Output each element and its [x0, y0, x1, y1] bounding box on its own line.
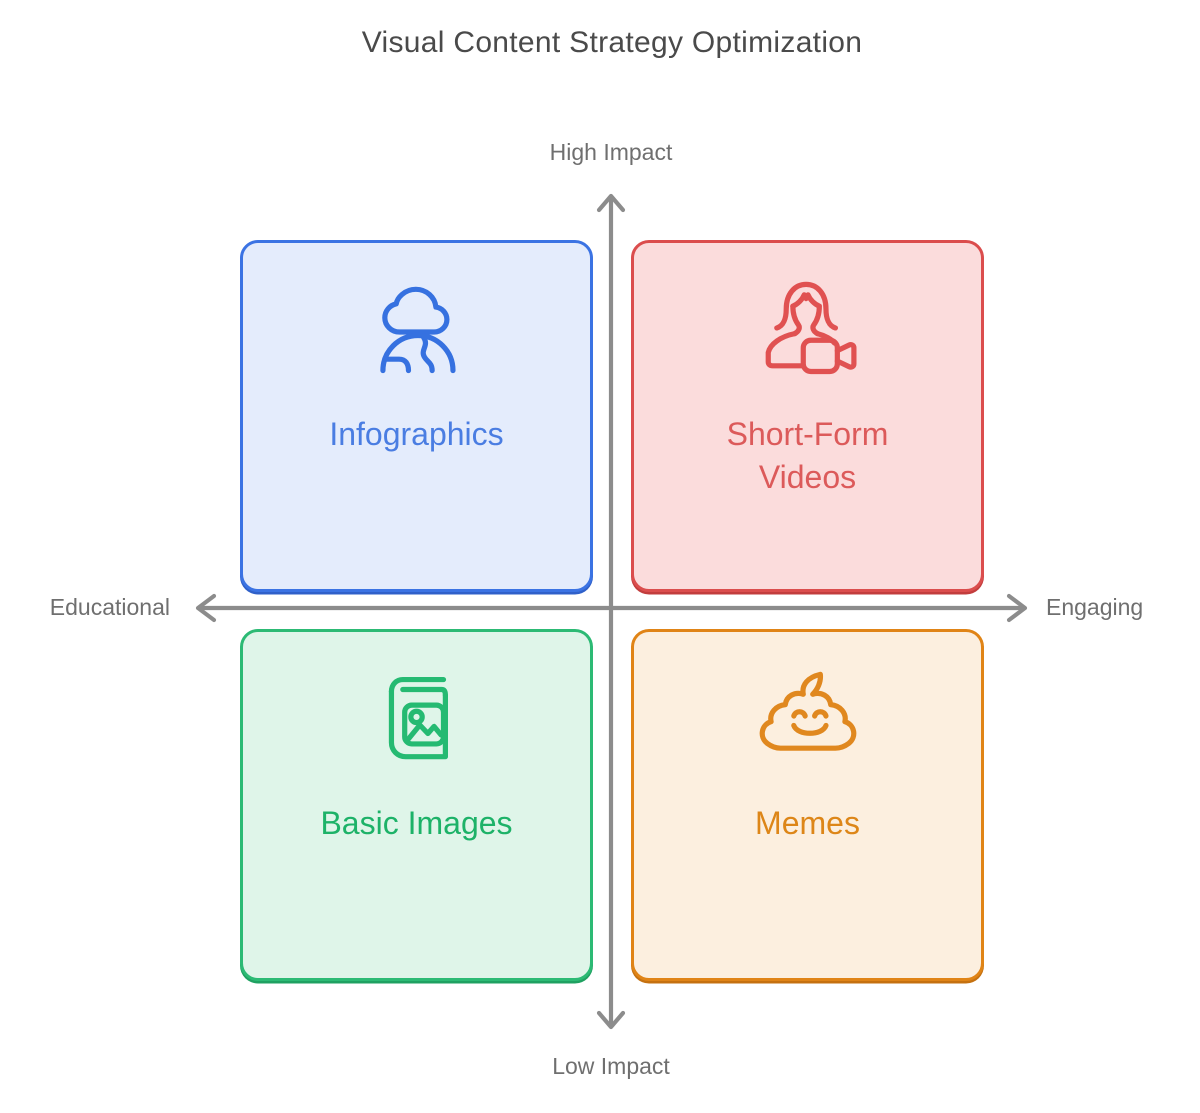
diagram-title: Visual Content Strategy Optimization	[361, 26, 863, 59]
quadrant-infographics: Infographics	[240, 240, 593, 592]
axis-label-low-impact: Low Impact	[552, 1053, 670, 1079]
quadrant-label-basic-images: Basic Images	[320, 805, 513, 841]
x-axis-arrow-right	[1006, 593, 1028, 623]
y-axis-arrow-down	[596, 1010, 626, 1030]
cloud-globe-icon	[243, 273, 590, 381]
axis-label-educational: Educational	[49, 594, 170, 620]
quadrant-label-short-form-videos: Short-Form Videos	[726, 416, 889, 495]
quadrant-short-form-videos: Short-Form Videos	[631, 240, 984, 592]
axis-label-engaging: Engaging	[1046, 594, 1144, 620]
quadrant-memes: Memes	[631, 629, 984, 981]
presenter-camera-icon	[634, 273, 981, 381]
quadrant-basic-images: Basic Images	[240, 629, 593, 981]
y-axis-arrow-up	[596, 193, 626, 213]
quadrant-label-memes: Memes	[755, 805, 860, 841]
quadrant-label-infographics: Infographics	[329, 416, 504, 452]
x-axis-arrow-left	[195, 593, 217, 623]
smiling-poop-icon	[634, 662, 981, 770]
axis-label-high-impact: High Impact	[549, 139, 673, 165]
photo-book-icon	[243, 662, 590, 770]
